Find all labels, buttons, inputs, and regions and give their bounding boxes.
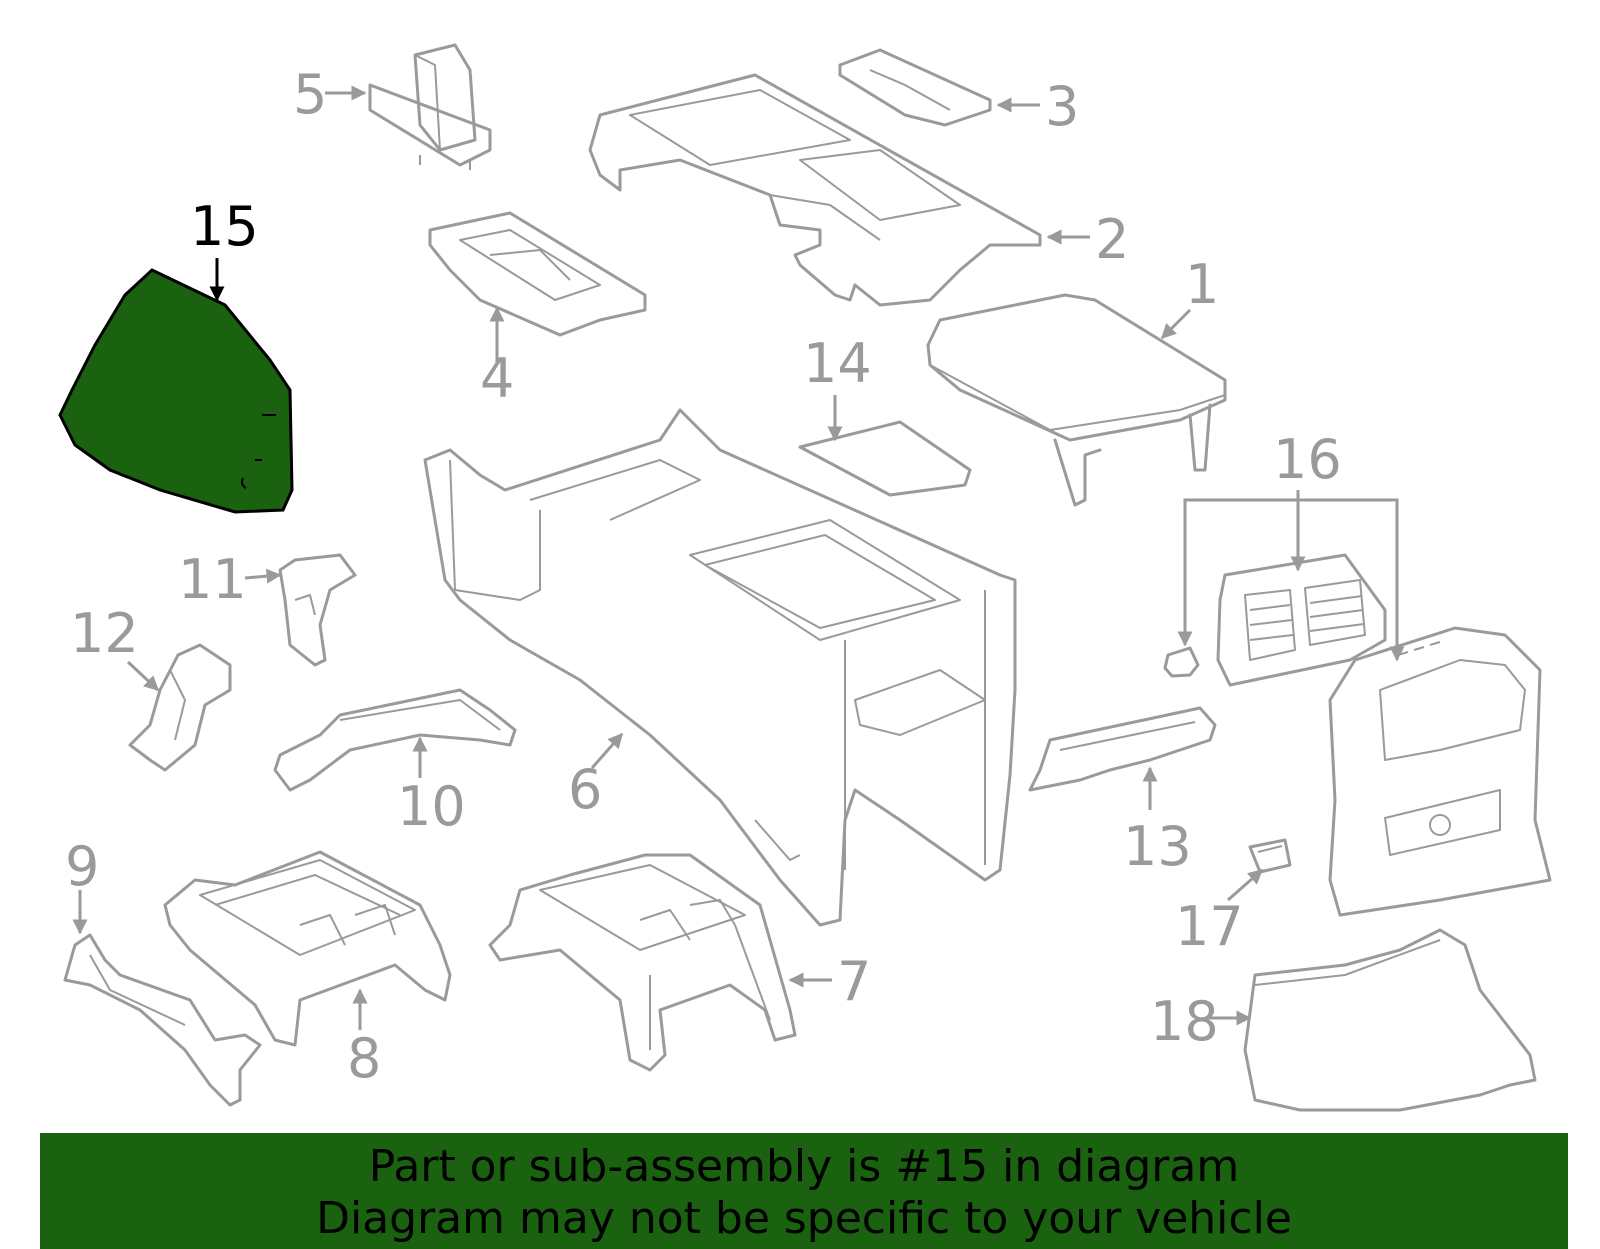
callout-10: 10 (397, 775, 466, 838)
leader-6 (590, 732, 624, 769)
callout-12: 12 (70, 602, 139, 665)
callout-16: 16 (1273, 428, 1342, 491)
callout-6: 6 (568, 758, 602, 821)
leader-11 (244, 568, 282, 584)
leader-17 (1227, 868, 1264, 902)
part-17[interactable] (1248, 838, 1292, 874)
part-4[interactable] (428, 211, 647, 337)
part-7[interactable] (488, 853, 797, 1072)
part-16-clip[interactable] (1163, 646, 1200, 678)
part-11[interactable] (278, 553, 357, 667)
rear-panel[interactable] (1328, 626, 1552, 917)
part-8[interactable] (163, 850, 452, 1047)
part-6[interactable] (423, 408, 1017, 927)
callout-8: 8 (347, 1027, 381, 1090)
part-2[interactable] (588, 73, 1042, 307)
callout-13: 13 (1123, 815, 1192, 878)
part-12[interactable] (128, 643, 232, 772)
banner-line-1: Part or sub-assembly is #15 in diagram (368, 1141, 1240, 1192)
leader-16-bracket (1183, 498, 1399, 660)
leader-1 (1160, 308, 1192, 340)
part-15-highlighted[interactable] (58, 268, 294, 514)
callout-4: 4 (480, 347, 514, 410)
callout-17: 17 (1175, 895, 1244, 958)
part-3[interactable] (838, 48, 992, 127)
info-banner: Part or sub-assembly is #15 in diagram D… (40, 1133, 1568, 1249)
callout-2: 2 (1095, 208, 1129, 271)
part-18[interactable] (1243, 928, 1537, 1112)
banner-line-2: Diagram may not be specific to your vehi… (316, 1193, 1292, 1244)
callout-14: 14 (803, 332, 872, 395)
part-1[interactable] (926, 293, 1227, 507)
part-10[interactable] (273, 688, 517, 792)
callout-1: 1 (1185, 253, 1219, 316)
part-9[interactable] (63, 933, 262, 1107)
callout-7: 7 (837, 950, 871, 1013)
part-5[interactable] (368, 43, 492, 170)
callout-5: 5 (293, 63, 327, 126)
callout-18: 18 (1150, 990, 1219, 1053)
part-13[interactable] (1028, 706, 1217, 792)
leader-12 (126, 660, 160, 692)
callout-11: 11 (178, 548, 247, 611)
part-14[interactable] (798, 420, 972, 497)
callout-3: 3 (1045, 75, 1079, 138)
callout-15: 15 (190, 195, 259, 258)
part-16[interactable] (1216, 553, 1387, 687)
callout-9: 9 (65, 835, 99, 898)
